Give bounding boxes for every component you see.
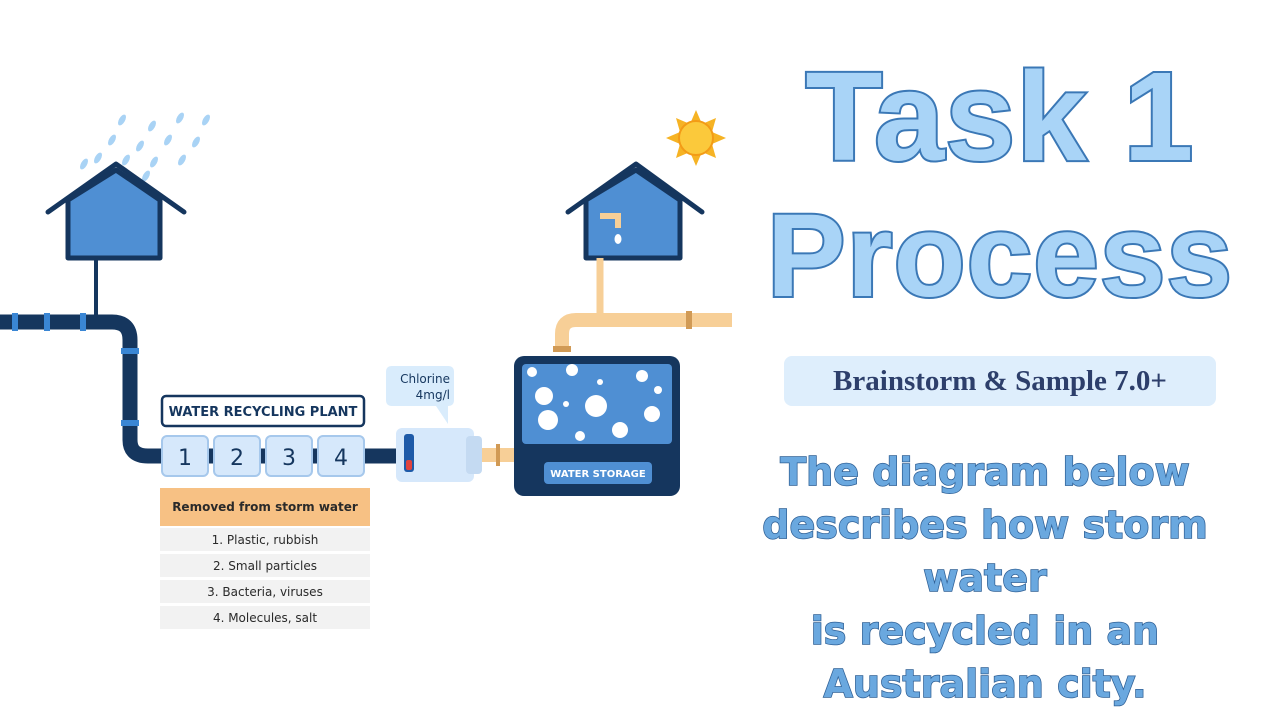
stage-box-4	[317, 435, 365, 477]
rain-icon	[80, 112, 210, 182]
recycling-diagram: WATER RECYCLING PLANT 1 2 3 4 Removed fr…	[0, 110, 732, 629]
removed-table: Removed from storm water 1. Plastic, rub…	[160, 488, 370, 629]
removed-item: 2. Small particles	[213, 559, 317, 573]
stage-box-2	[213, 435, 261, 477]
stage-number: 4	[334, 446, 348, 471]
house-icon	[45, 161, 187, 316]
page-title-line1: Task 1	[804, 46, 1196, 187]
description-line: describes how storm water	[762, 502, 1209, 601]
removed-item: 4. Molecules, salt	[213, 611, 317, 625]
plant-label: WATER RECYCLING PLANT	[169, 405, 358, 420]
description-line: The diagram below	[780, 449, 1191, 495]
stage-box-1	[161, 435, 209, 477]
water-storage-tank: WATER STORAGE	[514, 356, 680, 496]
chlorine-dose: 4mg/l	[416, 388, 450, 402]
storage-label: WATER STORAGE	[550, 469, 646, 480]
removed-header-box	[160, 488, 370, 526]
stage-number: 1	[178, 446, 192, 471]
page-title-line2: Process	[765, 190, 1234, 322]
description: The diagram below describes how storm wa…	[700, 446, 1270, 711]
sun-icon	[666, 110, 726, 166]
stage-number: 2	[230, 446, 244, 471]
house-icon	[565, 161, 705, 318]
removed-item: 1. Plastic, rubbish	[212, 533, 319, 547]
chlorine-tank	[396, 428, 482, 482]
description-line: Australian city.	[823, 661, 1148, 707]
subtitle-badge: Brainstorm & Sample 7.0+	[784, 356, 1216, 406]
stage-number: 3	[282, 446, 296, 471]
plant-label-box	[160, 394, 366, 428]
chlorine-label: Chlorine	[400, 372, 450, 386]
storm-water-pipe	[0, 313, 402, 464]
removed-header: Removed from storm water	[172, 500, 358, 514]
stage-box-3	[265, 435, 313, 477]
removed-item: 3. Bacteria, viruses	[207, 585, 323, 599]
description-line: is recycled in an	[810, 608, 1160, 654]
chlorine-callout: Chlorine 4mg/l	[386, 366, 454, 424]
treatment-stages: 1 2 3 4	[161, 435, 365, 477]
clean-water-pipe	[482, 444, 516, 466]
